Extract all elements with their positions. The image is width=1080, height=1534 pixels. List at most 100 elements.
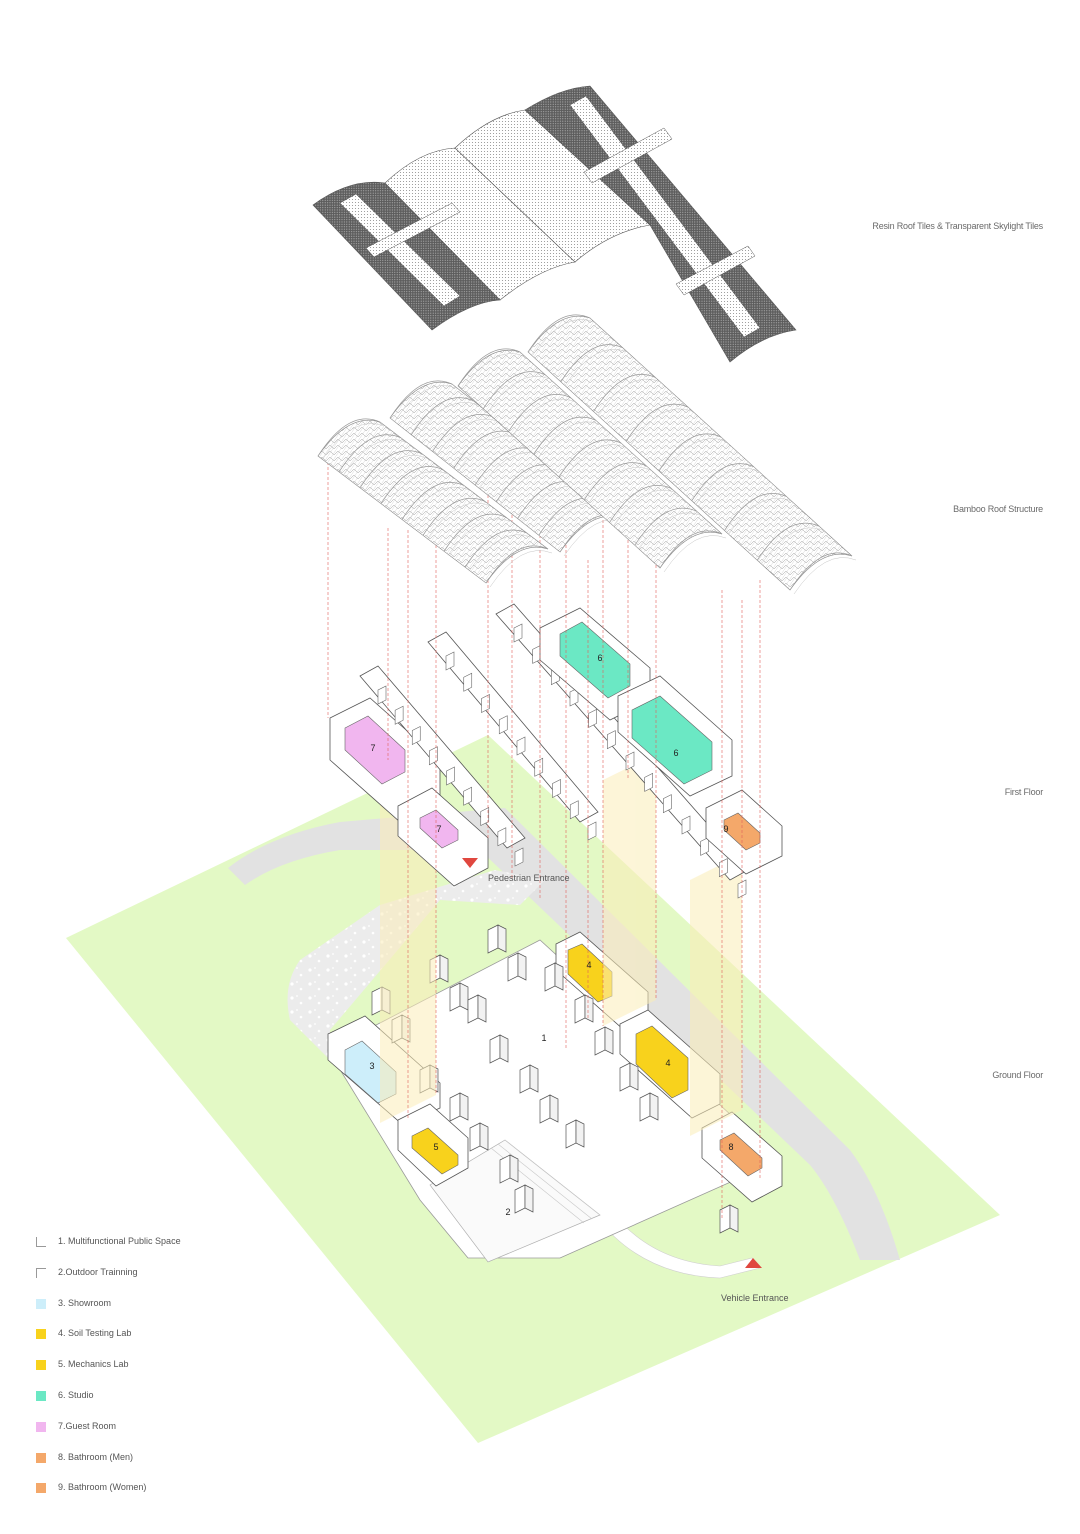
bamboo-rib-inner <box>489 550 553 588</box>
bamboo-rib-inner <box>588 467 651 504</box>
legend-label: 4. Soil Testing Lab <box>58 1328 132 1339</box>
roof-tiles-layer <box>312 85 797 363</box>
corridor-tooth <box>498 715 508 735</box>
hall-block-side <box>604 1026 614 1055</box>
hall-block <box>469 1122 481 1152</box>
mechanics-lab-fill <box>411 1127 459 1175</box>
bamboo-rib <box>317 418 381 457</box>
legend-swatch <box>36 1421 46 1432</box>
room-number-6a: 6 <box>597 653 602 663</box>
bamboo-rib-inner <box>405 486 469 524</box>
hall-block-side <box>575 1119 585 1148</box>
corridor-tooth <box>480 807 490 826</box>
bamboo-rib <box>457 348 521 387</box>
corridor-tooth <box>377 685 387 705</box>
bamboo-rib <box>691 463 754 501</box>
corridor-tooth <box>394 705 404 725</box>
corridor-tooth <box>588 708 597 728</box>
room-number-5: 5 <box>433 1142 438 1152</box>
hall-block <box>499 1154 511 1184</box>
projection-right <box>690 854 742 1136</box>
legend-item: 8. Bathroom (Men) <box>36 1452 181 1483</box>
bamboo-rib <box>583 462 647 500</box>
room-number-2: 2 <box>505 1207 510 1217</box>
corridor-tooth <box>552 779 561 798</box>
bamboo-rib-inner <box>436 418 499 456</box>
bamboo-rib <box>756 522 820 561</box>
bamboo-rib-inner <box>468 534 532 572</box>
legend-label: 9. Bathroom (Women) <box>58 1482 147 1493</box>
room-number-7a: 7 <box>370 743 375 753</box>
bamboo-rib-inner <box>662 438 726 476</box>
hall-block <box>619 1062 631 1092</box>
hall-block <box>489 1034 501 1064</box>
legend-label: 1. Multifunctional Public Space <box>58 1236 181 1246</box>
corridor-tooth <box>516 736 526 756</box>
layer-label-first-floor: First Floor <box>1004 787 1044 797</box>
hall-block-side <box>524 1184 534 1213</box>
corridor-tooth <box>429 746 438 766</box>
bamboo-rib-inner <box>384 470 448 508</box>
entrance-labels: Pedestrian Entrance Vehicle Entrance <box>488 873 789 1303</box>
bamboo-rib-inner <box>461 353 525 391</box>
bamboo-rib <box>410 397 474 435</box>
room-number-7b: 7 <box>436 824 441 834</box>
hall-block <box>574 994 586 1024</box>
room-number-9: 9 <box>723 824 728 834</box>
bamboo-rib <box>558 439 622 478</box>
hall-block <box>487 924 499 954</box>
legend-swatch <box>36 1298 46 1309</box>
legend-item: 7.Guest Room <box>36 1421 181 1452</box>
bamboo-rib-inner <box>613 489 676 527</box>
legend-item: 3. Showroom <box>36 1298 181 1329</box>
bamboo-rib <box>359 450 423 488</box>
corridor-tooth <box>700 836 709 856</box>
corridor-tooth <box>445 651 455 671</box>
hall-block-side <box>584 994 594 1023</box>
bamboo-rib-inner <box>761 527 824 565</box>
hall-block <box>519 1064 531 1094</box>
legend-swatch <box>36 1267 46 1278</box>
corridor-tooth <box>463 786 472 806</box>
bamboo-rib <box>527 314 591 353</box>
hall-block-side <box>479 1122 489 1151</box>
corridor-tooth <box>534 757 544 777</box>
layer-label-ground-floor: Ground Floor <box>992 1070 1043 1080</box>
hall-block <box>719 1204 731 1234</box>
bamboo-rib-inner <box>487 376 550 413</box>
legend-item: 6. Studio <box>36 1390 181 1421</box>
hall-block-side <box>629 1062 639 1091</box>
legend-swatch <box>36 1360 46 1371</box>
bamboo-rib <box>443 513 507 552</box>
hall-block <box>449 1092 461 1122</box>
bamboo-rib-inner <box>630 408 693 446</box>
corridor-tooth <box>663 794 672 814</box>
first-floor-layer <box>329 603 783 899</box>
projection-mid <box>603 754 656 1026</box>
corridor-tooth <box>497 827 507 847</box>
legend-swatch <box>36 1452 46 1463</box>
hall-block-side <box>439 954 449 983</box>
bamboo-rib <box>560 344 623 382</box>
room-number-6b: 6 <box>673 748 678 758</box>
bamboo-rib <box>789 552 853 591</box>
hall-block <box>544 962 556 992</box>
hall-block <box>594 1026 606 1056</box>
soil-lab-fill-lower <box>635 1025 689 1099</box>
hall-block-side <box>554 962 564 991</box>
hall-block <box>565 1119 577 1149</box>
pedestrian-entrance-marker <box>462 858 478 868</box>
legend-label: 2.Outdoor Trainning <box>58 1266 138 1277</box>
room-number-8: 8 <box>728 1142 733 1152</box>
hall-block-side <box>529 1064 539 1093</box>
bamboo-rib <box>389 380 453 419</box>
bamboo-rib-inner <box>537 421 600 459</box>
hall-block <box>539 1094 551 1124</box>
room-number-1: 1 <box>541 1033 546 1043</box>
ground-floor-layer <box>66 735 1000 1443</box>
bamboo-rib <box>508 394 571 432</box>
corridor-tooth <box>446 766 455 786</box>
mens-bathroom-fill <box>719 1132 763 1177</box>
hall-block <box>639 1092 651 1122</box>
bamboo-rib <box>380 466 444 504</box>
